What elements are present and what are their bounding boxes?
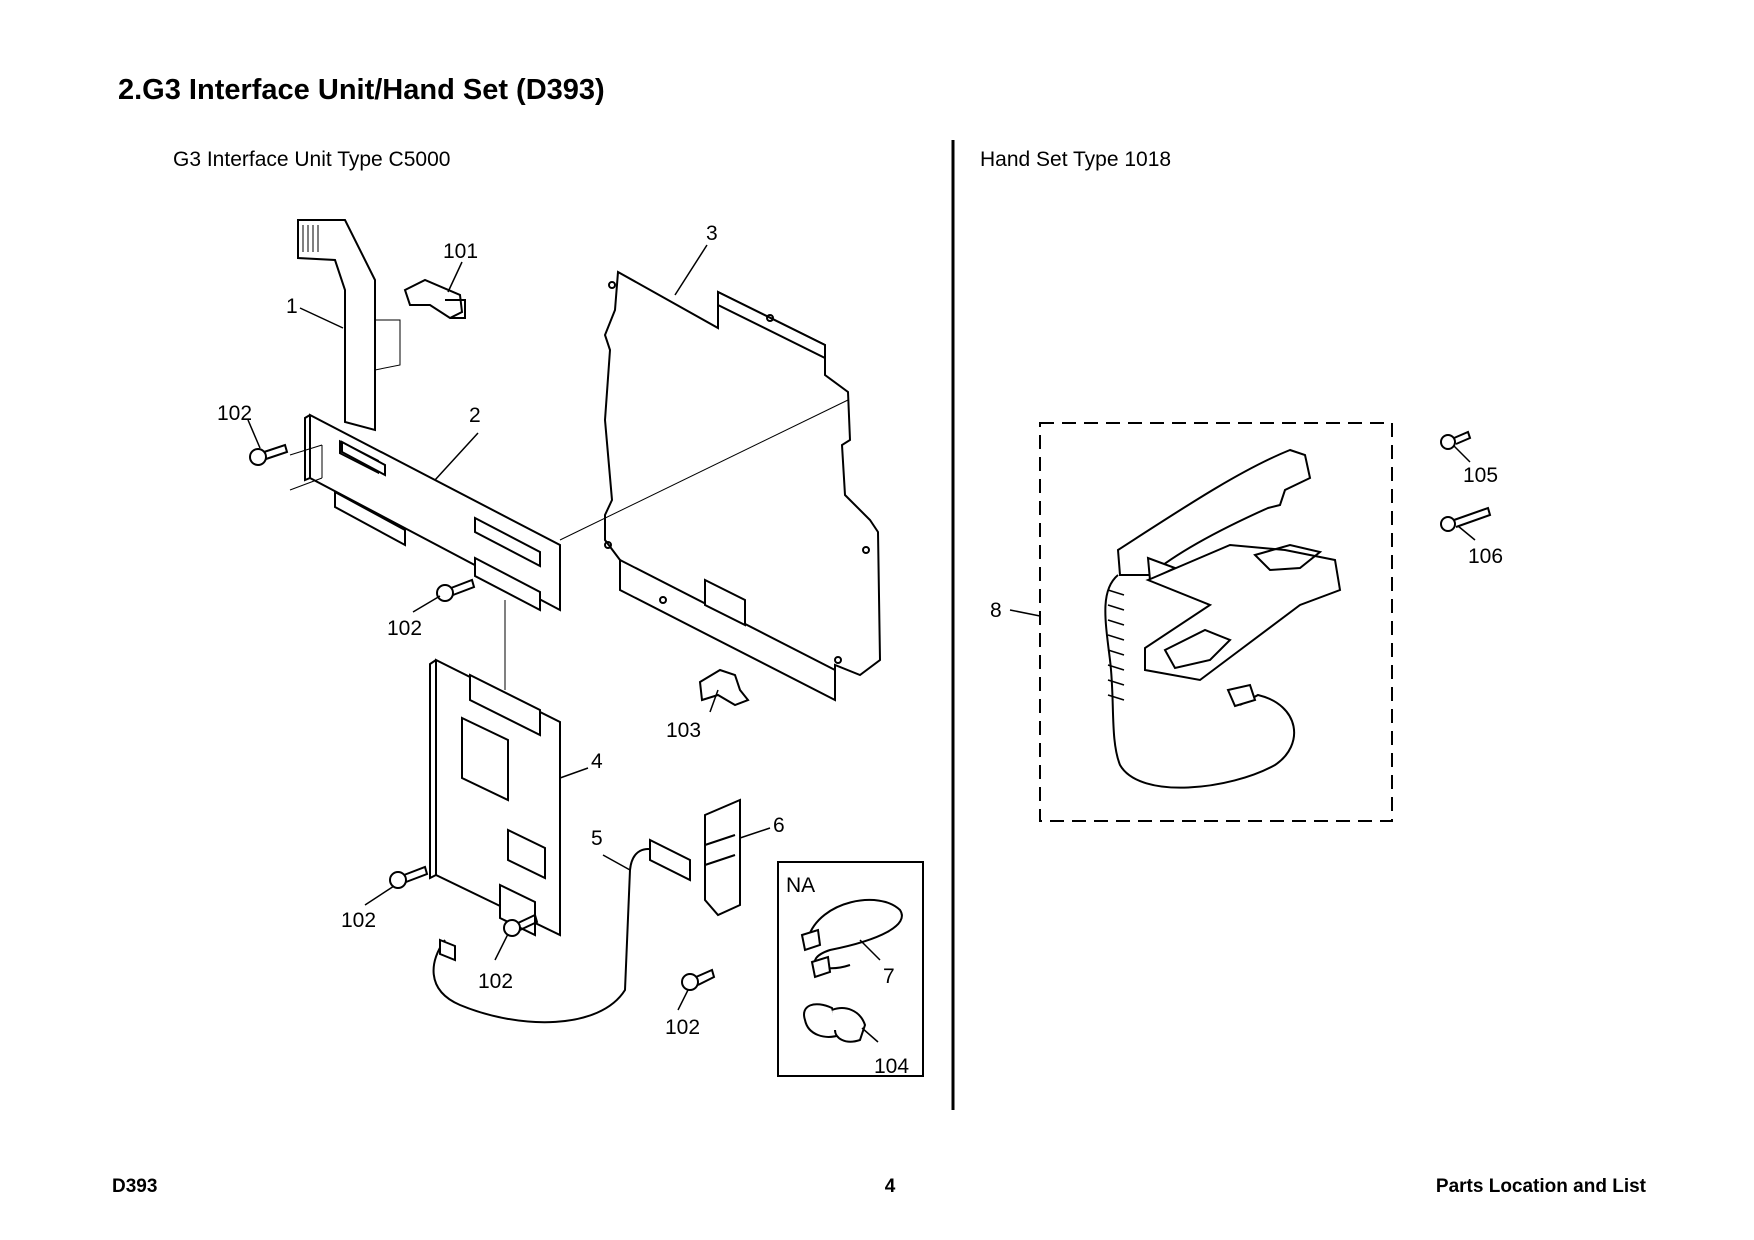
callout-102-a: 102	[217, 402, 252, 425]
part-modular-cord	[800, 898, 903, 979]
screw-102-a	[249, 443, 289, 466]
part-main-board	[429, 600, 561, 937]
part-clip-103	[698, 668, 750, 707]
footer-model: D393	[112, 1176, 158, 1197]
left-panel-title: G3 Interface Unit Type C5000	[173, 148, 451, 171]
callout-7: 7	[883, 965, 895, 988]
callout-6: 6	[773, 814, 785, 837]
part-interface-board	[289, 413, 561, 612]
part-ribbon-cable	[297, 219, 401, 432]
coiled-cord	[1107, 589, 1125, 701]
part-clamp-101	[403, 278, 466, 320]
callout-5: 5	[591, 827, 603, 850]
callout-8: 8	[990, 599, 1002, 622]
part-handset	[1104, 448, 1342, 789]
callout-106: 106	[1468, 545, 1503, 568]
na-label: NA	[786, 874, 815, 897]
footer-section: Parts Location and List	[1435, 1176, 1646, 1197]
part-mounting-plate	[704, 798, 741, 917]
callout-102-d: 102	[478, 970, 513, 993]
part-ferrite-cores	[803, 1003, 867, 1043]
callout-102-b: 102	[387, 617, 422, 640]
part-cable-assembly	[432, 838, 691, 1024]
footer-page-number: 4	[884, 1176, 896, 1197]
callout-104: 104	[874, 1055, 909, 1078]
screw-106	[1440, 506, 1492, 532]
callout-103: 103	[666, 719, 701, 742]
screw-102-c	[389, 865, 429, 889]
screw-102-e	[681, 968, 716, 991]
callout-2: 2	[469, 404, 481, 427]
na-inset-box	[777, 861, 924, 1077]
callout-102-e: 102	[665, 1016, 700, 1039]
callout-4: 4	[591, 750, 603, 773]
callout-3: 3	[706, 222, 718, 245]
callout-101: 101	[443, 240, 478, 263]
right-panel-title: Hand Set Type 1018	[980, 148, 1172, 171]
callout-105: 105	[1463, 464, 1498, 487]
part-bracket-frame	[603, 270, 882, 702]
callout-102-c: 102	[341, 909, 376, 932]
page-title: 2.G3 Interface Unit/Hand Set (D393)	[118, 74, 605, 106]
callout-1: 1	[286, 295, 298, 318]
screw-102-d	[503, 913, 539, 937]
screw-105	[1440, 430, 1472, 450]
leader-lines	[247, 244, 1476, 1043]
handset-dashed-box	[1039, 422, 1393, 822]
screw-102-b	[436, 578, 476, 602]
leader-board-to-frame	[559, 399, 849, 541]
